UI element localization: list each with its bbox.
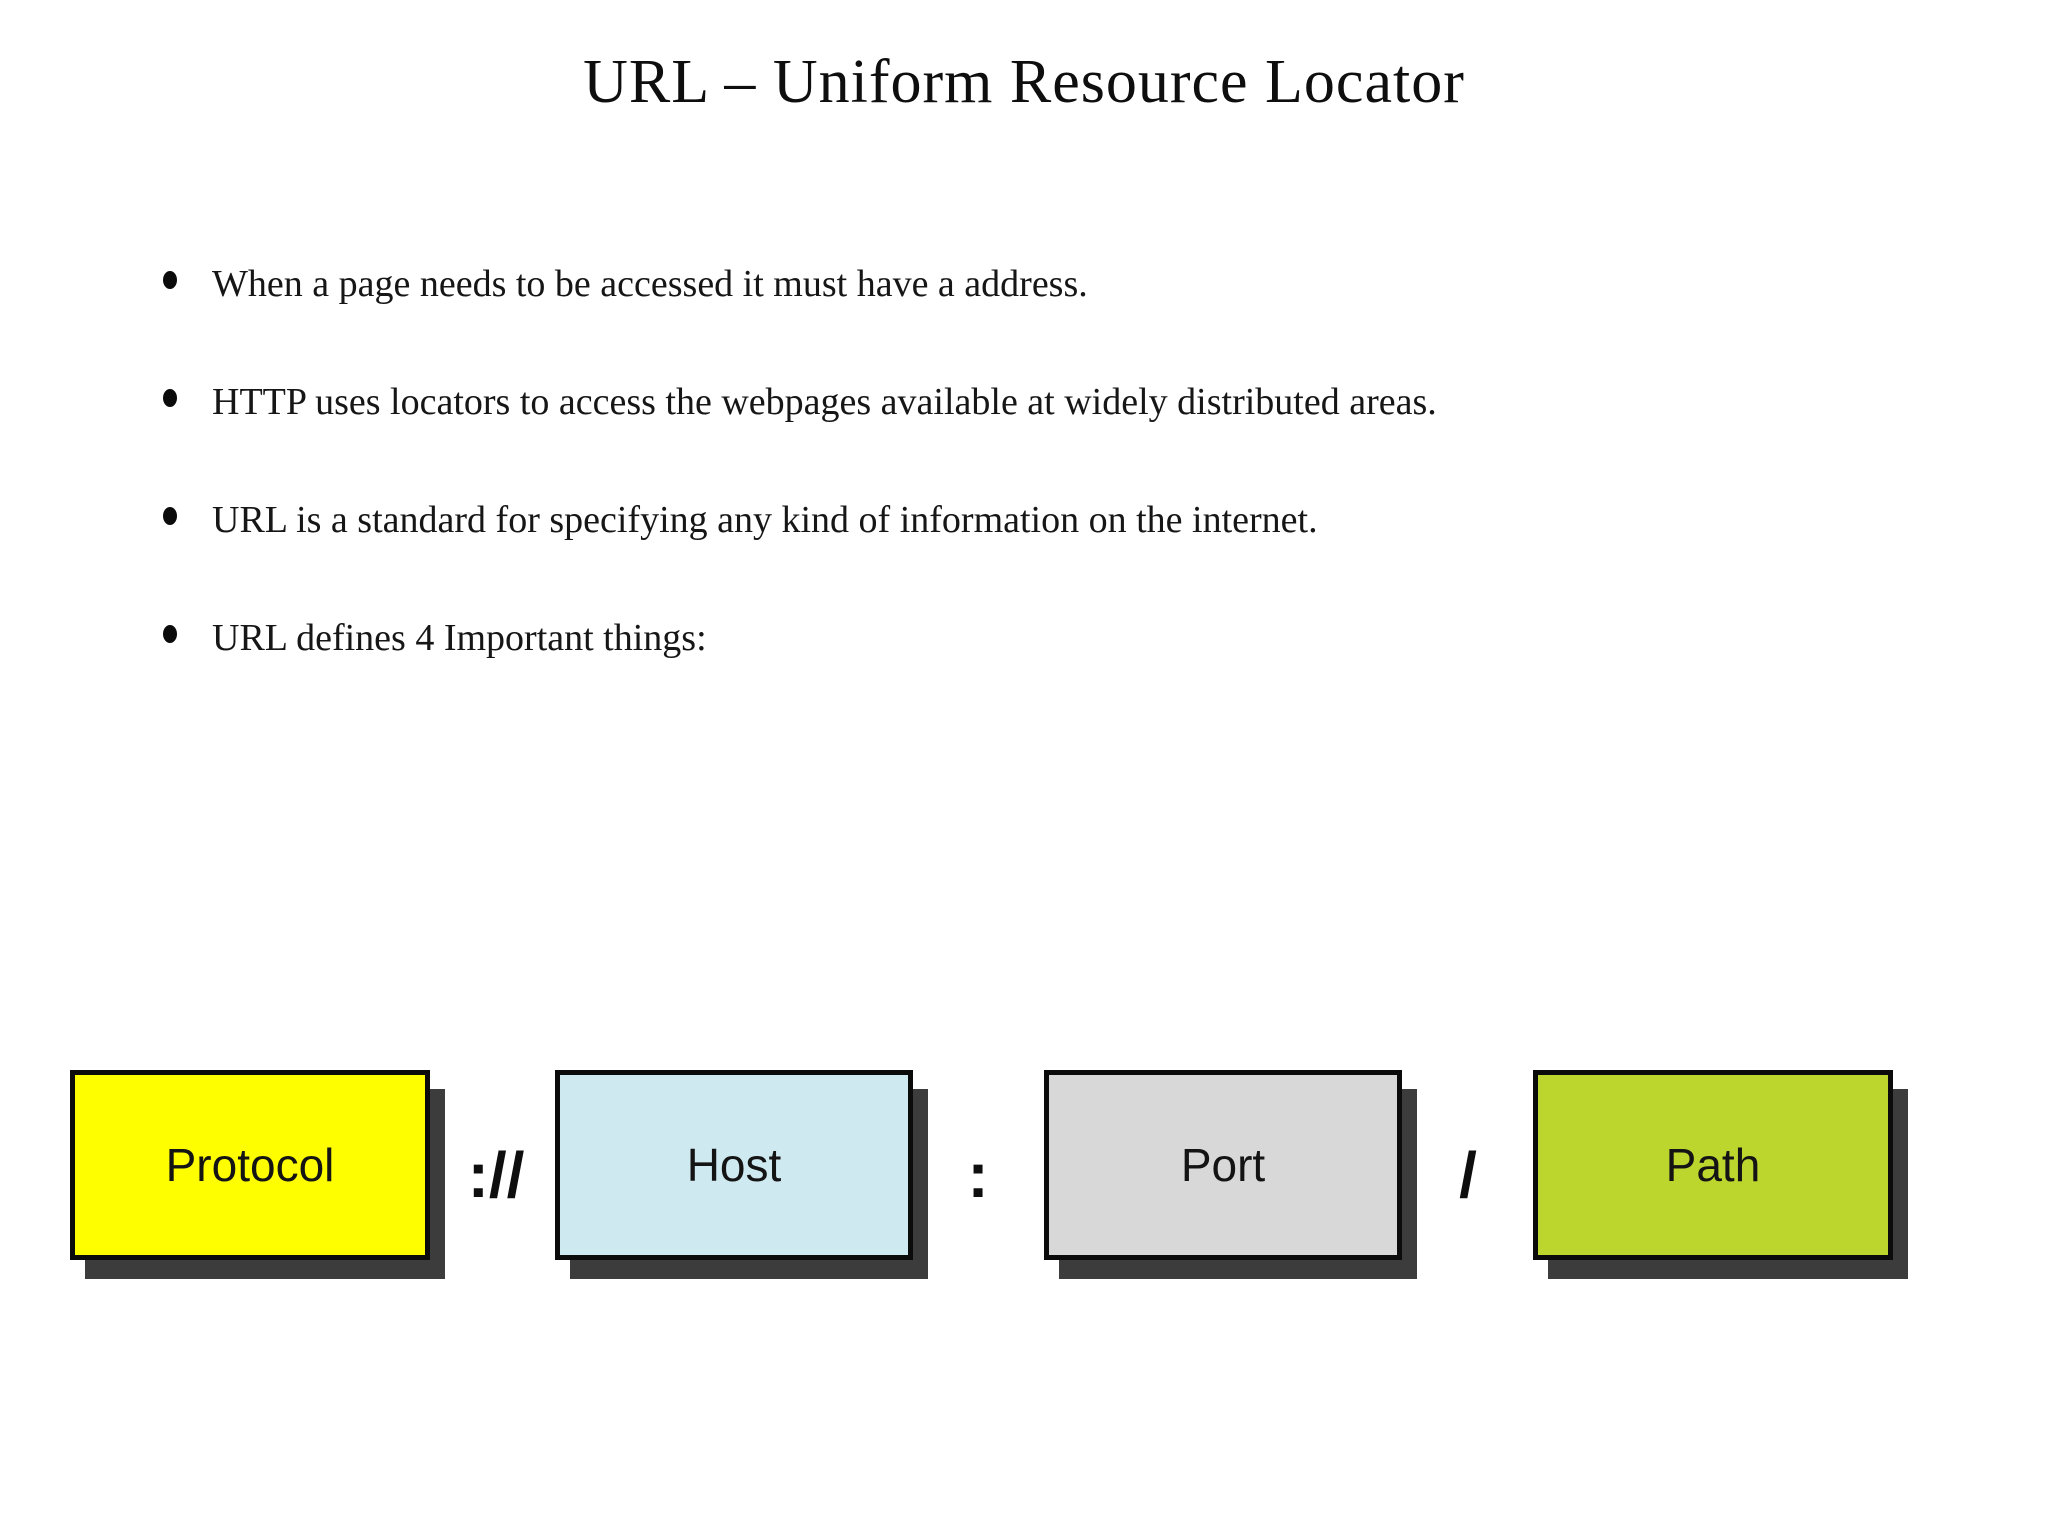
- page-title: URL – Uniform Resource Locator: [583, 48, 1465, 116]
- bullet-icon: [163, 389, 177, 407]
- diagram-box-label: Protocol: [165, 1139, 335, 1191]
- separator-scheme-delimiter: ://: [467, 1139, 525, 1211]
- bullet-list: When a page needs to be accessed it must…: [157, 260, 1857, 732]
- diagram-box-label: Port: [1180, 1139, 1266, 1191]
- diagram-box-label: Host: [686, 1139, 782, 1191]
- diagram-box-label: Path: [1665, 1139, 1761, 1191]
- list-item: When a page needs to be accessed it must…: [157, 260, 1857, 308]
- separator-path-slash: /: [1459, 1139, 1477, 1211]
- list-item: URL is a standard for specifying any kin…: [157, 496, 1857, 544]
- list-item: HTTP uses locators to access the webpage…: [157, 378, 1857, 426]
- bullet-icon: [163, 507, 177, 525]
- diagram-box-port: Port: [1044, 1070, 1402, 1260]
- diagram-box-host: Host: [555, 1070, 913, 1260]
- bullet-text: When a page needs to be accessed it must…: [212, 263, 1088, 305]
- bullet-text: URL defines 4 Important things:: [212, 617, 707, 659]
- list-item: URL defines 4 Important things:: [157, 614, 1857, 662]
- bullet-text: URL is a standard for specifying any kin…: [212, 499, 1318, 541]
- bullet-text: HTTP uses locators to access the webpage…: [212, 381, 1437, 423]
- diagram-box-path: Path: [1533, 1070, 1893, 1260]
- bullet-icon: [163, 625, 177, 643]
- diagram-box-protocol: Protocol: [70, 1070, 430, 1260]
- bullet-icon: [163, 271, 177, 289]
- separator-port-colon: :: [967, 1139, 989, 1211]
